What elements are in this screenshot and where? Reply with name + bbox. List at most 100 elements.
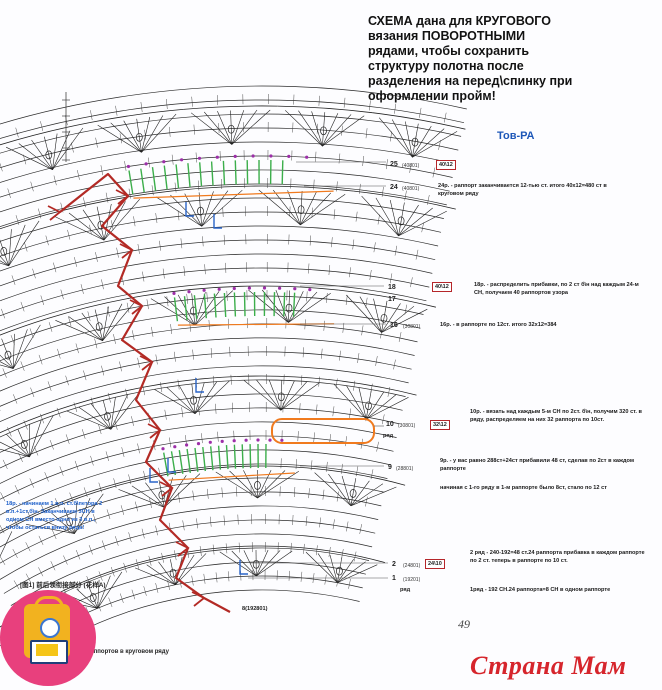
red-arrow: [191, 591, 206, 607]
purple-dot: [173, 445, 177, 449]
stitch-spoke: [74, 497, 91, 534]
stitch-spoke: [0, 448, 30, 458]
stitch-tick: [236, 486, 238, 497]
stitch-tick: [167, 580, 170, 591]
stitch-tick: [222, 206, 224, 217]
stitch-tick: [294, 486, 296, 498]
stitch-spoke: [118, 489, 165, 508]
stitch-spoke: [311, 111, 323, 147]
stitch-tick: [148, 555, 152, 566]
stitch-tick: [394, 245, 398, 256]
stitch-spoke: [190, 112, 232, 145]
chain-loop: [212, 545, 300, 549]
stitch-tick: [107, 392, 111, 403]
stitch-spoke: [102, 306, 109, 341]
row-number-16: 16: [390, 322, 398, 329]
stitch-tick: [126, 302, 130, 313]
red-arrow: [159, 481, 174, 497]
stitch-spoke: [361, 195, 399, 237]
stitch-spoke: [366, 397, 409, 420]
green-stitch: [151, 167, 157, 191]
chain-loop: [277, 105, 373, 114]
picot-loop: [349, 489, 357, 498]
red-arrow: [147, 423, 162, 439]
picot-loop: [158, 490, 166, 500]
purple-dot: [172, 291, 176, 295]
stitch-tick: [206, 488, 209, 499]
stitch-tick: [306, 291, 308, 302]
stitch-tick: [415, 249, 419, 260]
note-row-18: 18р. - распределить прибавки, по 2 ст б\…: [474, 282, 639, 296]
stitch-tick: [81, 429, 86, 439]
stitch-tick: [315, 151, 317, 162]
stitch-tick: [192, 349, 194, 360]
picot-loop: [297, 205, 305, 215]
stitch-tick: [226, 290, 228, 301]
stitch-tick: [54, 498, 60, 508]
stitch-spoke: [288, 291, 304, 323]
picot-loop: [4, 350, 12, 360]
stitch-tick: [318, 376, 320, 387]
stitch-tick: [332, 519, 335, 530]
stitch-tick: [137, 443, 140, 454]
stitch-tick: [385, 300, 388, 311]
purple-dot: [196, 442, 201, 446]
chain-loop: [0, 409, 59, 434]
stitch-spoke: [8, 229, 12, 266]
stitch-tick: [74, 460, 79, 471]
stitch-tick: [38, 208, 42, 219]
stitch-tick: [323, 320, 325, 331]
stitch-tick: [365, 496, 368, 507]
row-arc: [0, 309, 421, 362]
row-code-24: (40801): [402, 186, 420, 192]
stitch-tick: [229, 346, 231, 357]
stitch-tick: [385, 159, 388, 170]
stitch-spoke: [337, 564, 378, 583]
stitch-spoke: [284, 110, 323, 147]
stitch-spoke: [0, 531, 13, 558]
stitch-spoke: [76, 588, 98, 609]
stitch-tick: [351, 493, 354, 504]
row-arc: [0, 281, 427, 332]
purple-dot: [126, 164, 130, 169]
stitch-spoke: [96, 206, 105, 241]
picot-loop: [135, 132, 143, 142]
stitch-spoke: [201, 189, 243, 227]
stitch-tick: [355, 466, 359, 477]
stitch-tick: [12, 548, 18, 559]
picot-loop: [411, 137, 419, 147]
row-arc: [0, 421, 397, 485]
stitch-spoke: [0, 255, 9, 267]
stitch-spoke: [389, 200, 399, 236]
stitch-tick: [53, 175, 57, 186]
note-row-9-b: начиная с 1-го ряду в 1-м раппорте было …: [440, 485, 607, 491]
stitch-tick: [123, 562, 127, 573]
row-code-1: (19201): [403, 577, 421, 583]
stitch-tick: [309, 235, 311, 246]
stitch-tick: [359, 183, 361, 194]
stitch-tick: [48, 322, 53, 332]
stitch-spoke: [261, 289, 289, 323]
stitch-spoke: [358, 387, 367, 420]
green-stitch: [222, 160, 226, 185]
row-arc: [0, 393, 403, 453]
stitch-tick: [357, 353, 360, 364]
stitch-spoke: [68, 316, 103, 341]
stitch-tick: [376, 441, 379, 452]
stitch-tick: [0, 162, 3, 172]
stitch-spoke: [102, 303, 123, 341]
stitch-tick: [310, 460, 313, 471]
stitch-spoke: [55, 320, 103, 341]
picot-loop: [66, 517, 74, 527]
picot-loop: [197, 206, 204, 216]
row-arc: [0, 113, 462, 154]
picot-loop: [380, 313, 388, 323]
stitch-tick: [362, 155, 365, 167]
stitch-tick: [98, 482, 102, 493]
stitch-spoke: [31, 139, 53, 170]
green-stitch: [225, 445, 229, 470]
stitch-spoke: [280, 380, 295, 411]
stitch-tick: [305, 515, 308, 527]
row-code-25: (40801): [402, 163, 420, 169]
row-arc: [0, 183, 447, 228]
